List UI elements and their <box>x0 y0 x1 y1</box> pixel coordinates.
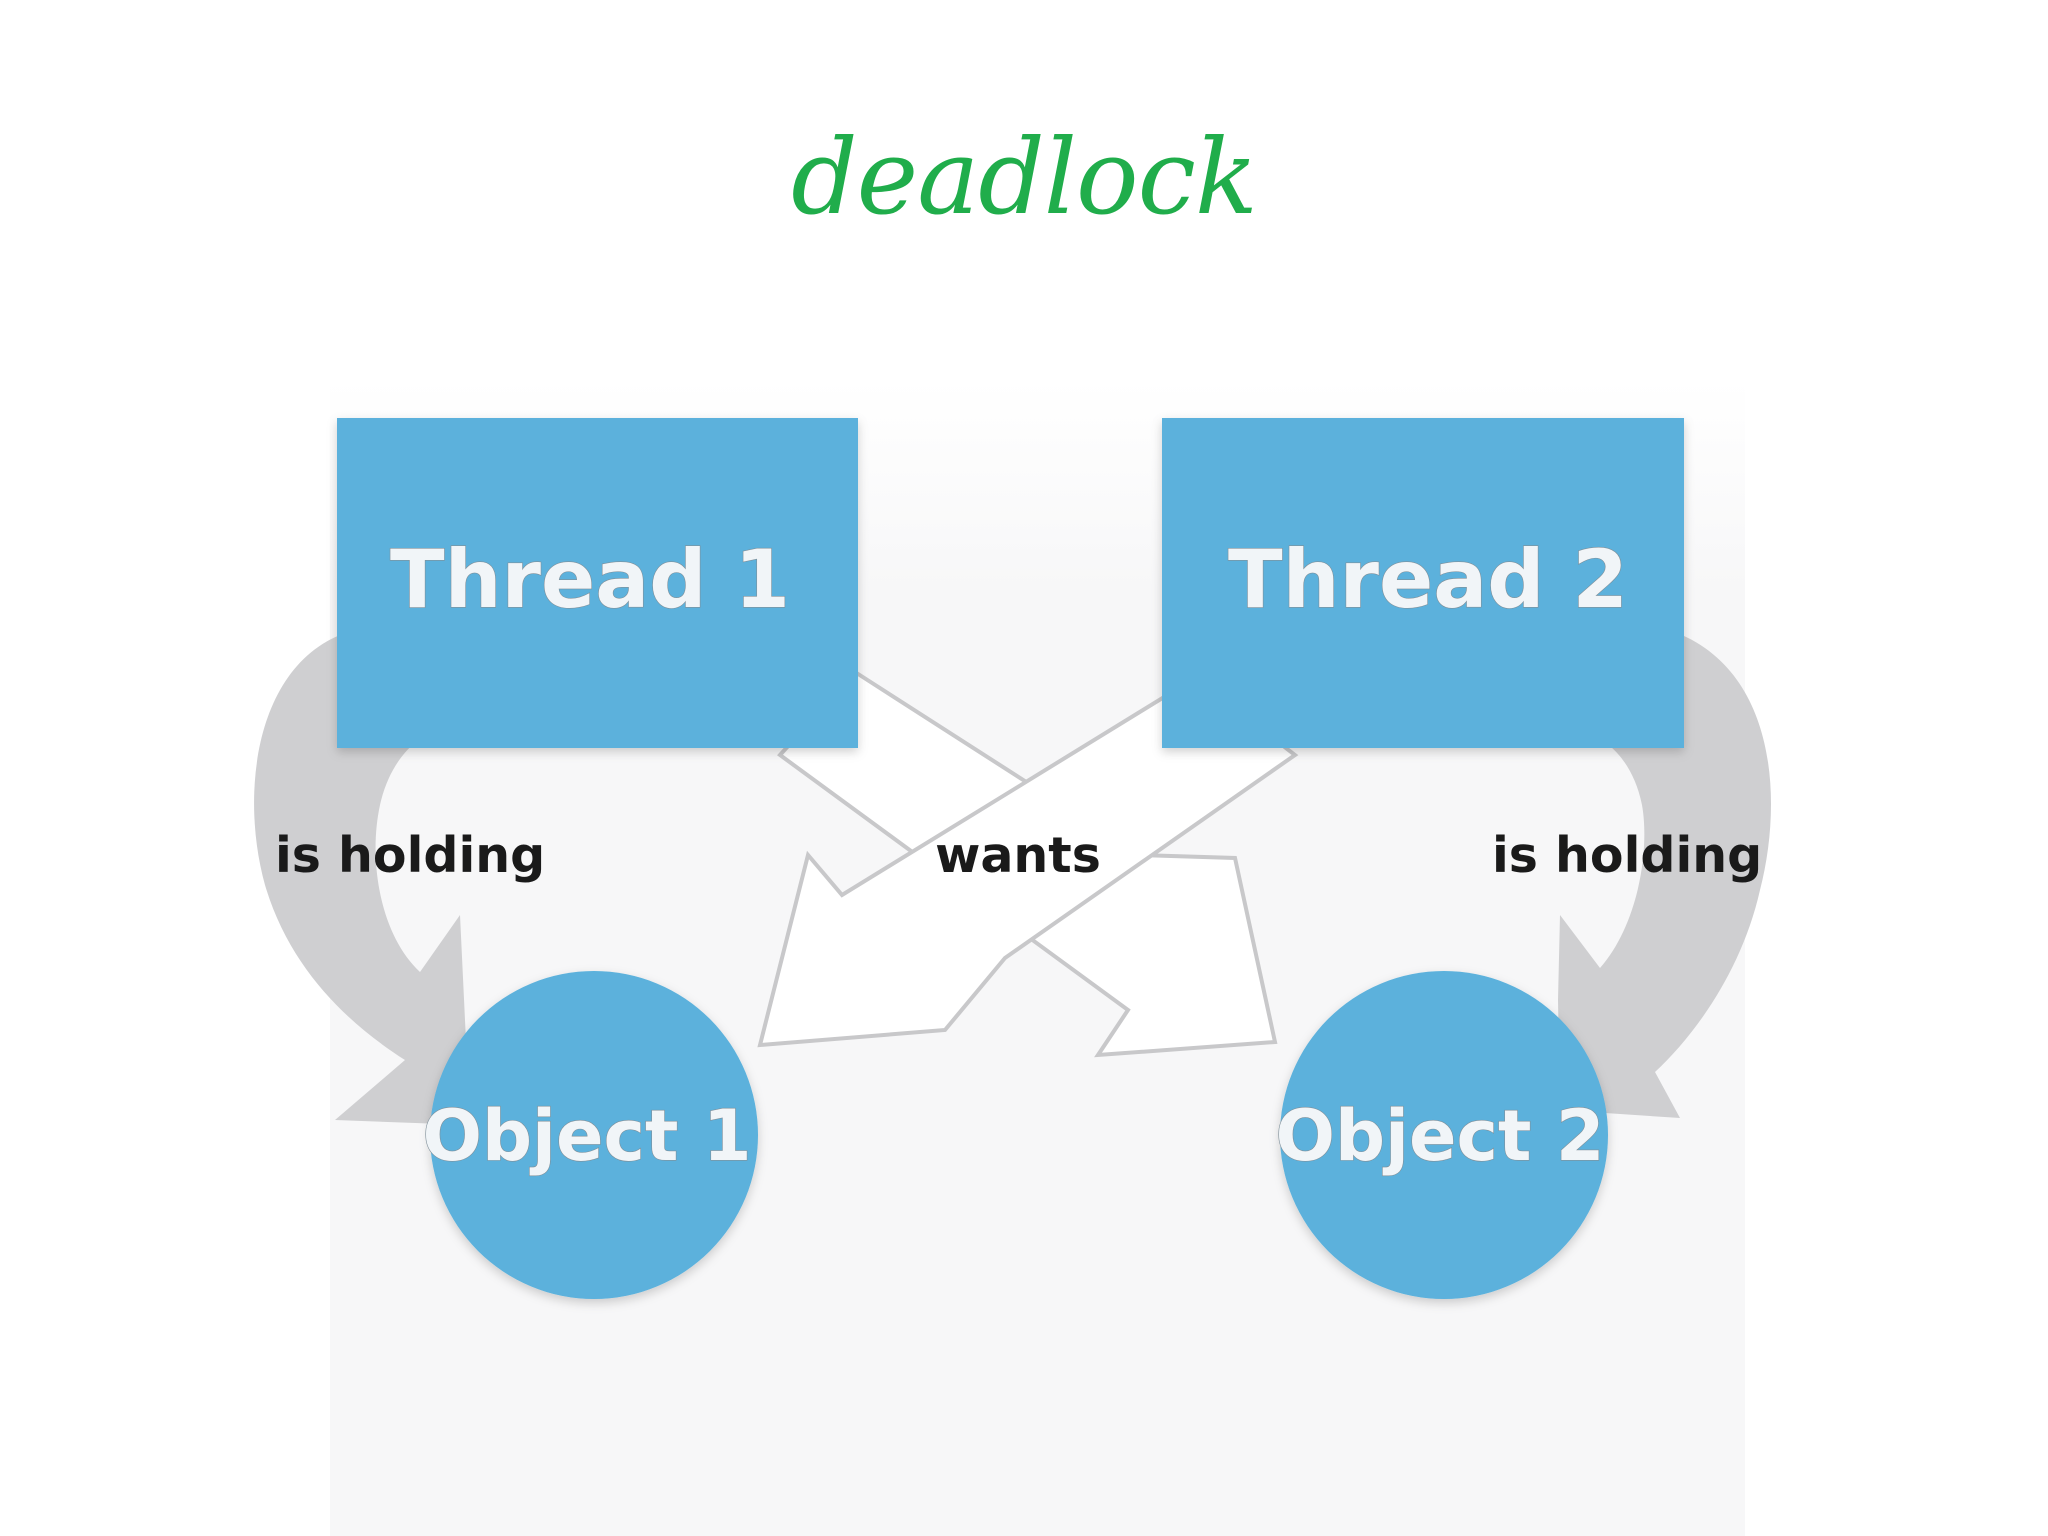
thread-1-label: Thread 1 <box>390 533 790 626</box>
wants-label: wants <box>935 827 1101 884</box>
object-2-label: Object 2 <box>1275 1095 1604 1177</box>
thread-2-label: Thread 2 <box>1228 533 1628 626</box>
left-holding-label: is holding <box>275 827 545 884</box>
page-title: deadlock <box>791 116 1258 238</box>
thread-2-node: Thread 2 <box>1162 418 1684 748</box>
object-1-label: Object 1 <box>422 1095 751 1177</box>
thread-1-node: Thread 1 <box>337 418 858 748</box>
wants-arrow-thread2-to-object1 <box>757 675 1299 1048</box>
object-2-node: Object 2 <box>1275 971 1608 1299</box>
right-holding-arrow <box>1558 635 1772 1118</box>
object-1-node: Object 1 <box>422 971 758 1299</box>
right-holding-label: is holding <box>1492 827 1762 884</box>
wants-arrows <box>757 669 1299 1058</box>
left-holding-arrow <box>254 635 470 1125</box>
